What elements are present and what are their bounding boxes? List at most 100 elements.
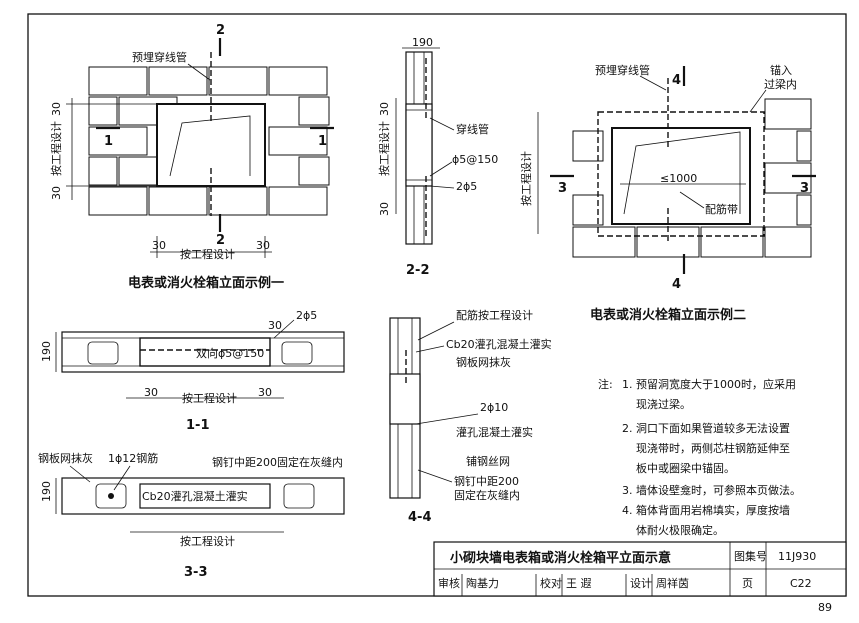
note-2b: 现浇带时，两侧芯柱钢筋延伸至 <box>636 441 790 455</box>
elevation-example-1: 2 2 1 1 预埋穿线管 30 按工程设计 30 30 按工程设计 30 电表… <box>49 23 334 291</box>
sec44-nail-1: 钢钉中距200 <box>454 475 519 488</box>
title-block-design-label: 设计 <box>630 577 652 590</box>
title-block: 小砌块墙电表箱或消火栓箱平立面示意 图集号 11J930 页 C22 审核 陶基… <box>433 541 847 597</box>
masonry-block <box>268 126 328 156</box>
sec33-dim-190: 190 <box>40 481 53 502</box>
section-1-1: 190 30 2ϕ5 双向ϕ5@150 30 按工程设计 30 1-1 <box>40 309 345 433</box>
elevation2-rebar-band <box>597 111 765 237</box>
sec11-caption: 1-1 <box>186 418 210 433</box>
sec33-mesh-leader <box>69 465 91 483</box>
sec33-nail-label: 钢钉中距200固定在灰缝内 <box>212 455 343 469</box>
cut-1-right-label: 1 <box>318 134 327 149</box>
sec33-rebar-dot <box>108 493 114 499</box>
elevation1-hdim-30-left: 30 <box>152 239 166 252</box>
title-block-review-name: 陶基力 <box>466 576 499 590</box>
masonry-block <box>88 66 148 96</box>
sec44-nail-2: 固定在灰缝内 <box>454 488 520 502</box>
sec44-mesh-label: 钢板网抹灰 <box>456 355 511 369</box>
title-block-review-label: 审核 <box>438 576 460 590</box>
sec11-block-core-1 <box>87 341 119 365</box>
masonry-block <box>88 126 148 156</box>
sec11-dim-190: 190 <box>40 341 53 362</box>
sec22-dim-30-top: 30 <box>378 102 391 116</box>
elevation-example-2: ≤1000 预埋穿线管 锚入 过梁内 配筋带 4 4 3 3 按工程设计 电表或… <box>519 63 816 323</box>
masonry-block <box>88 156 118 186</box>
sec11-rebar-top: 2ϕ5 <box>296 309 317 322</box>
sec44-rebar-2phi10: 2ϕ10 <box>480 401 508 414</box>
masonry-block <box>88 186 148 216</box>
sec44-grout-fill: 灌孔混凝土灌实 <box>456 425 533 439</box>
notes-block: 注: 1. 预留洞宽度大于1000时，应采用 现浇过梁。 2. 洞口下面如果管道… <box>598 377 801 537</box>
elevation2-anchor-2: 过梁内 <box>764 77 797 91</box>
sec44-grout-label: Cb20灌孔混凝土灌实 <box>446 337 552 351</box>
elevation2-caption: 电表或消火栓箱立面示例二 <box>590 307 746 323</box>
sec22-rebar-2: 2ϕ5 <box>456 180 477 193</box>
sec33-opening <box>139 483 271 509</box>
elevation2-pipe-label: 预埋穿线管 <box>595 63 650 77</box>
sec44-rebar-design: 配筋按工程设计 <box>456 308 533 322</box>
sec44-leader-4 <box>417 469 453 483</box>
sec33-wall <box>61 477 345 515</box>
elevation2-rebar-label: 配筋带 <box>705 202 738 216</box>
masonry-block <box>572 226 636 258</box>
elevation2-anchor-leader <box>749 89 767 113</box>
sec11-block-core-2 <box>281 341 313 365</box>
note-2a: 2. 洞口下面如果管道较多无法设置 <box>622 421 790 435</box>
elevation1-hdim-30-right: 30 <box>256 239 270 252</box>
masonry-block <box>208 186 268 216</box>
masonry-block <box>298 156 330 186</box>
masonry-block <box>764 98 812 130</box>
title-block-atlas-label: 图集号 <box>734 549 767 563</box>
sec44-caption: 4-4 <box>408 510 432 525</box>
masonry-block <box>148 186 208 216</box>
masonry-block <box>796 194 812 226</box>
sec11-dim-30-top: 30 <box>268 319 282 332</box>
sec33-block-core-1 <box>95 483 127 509</box>
cut-2-bottom-label: 2 <box>216 233 225 248</box>
note-4b: 体耐火极限确定。 <box>636 523 724 537</box>
sec11-rebar-two: 双向ϕ5@150 <box>196 346 264 360</box>
sec33-caption: 3-3 <box>184 565 208 580</box>
elevation2-anchor-1: 锚入 <box>770 63 792 77</box>
title-block-atlas-no: 11J930 <box>778 550 816 563</box>
sec11-dim-30-right: 30 <box>258 386 272 399</box>
elevation2-box-door <box>623 131 741 215</box>
sec22-pipe-leader <box>429 117 455 131</box>
cut-4-top-label: 4 <box>672 73 681 88</box>
elevation1-caption: 电表或消火栓箱立面示例一 <box>128 275 284 291</box>
sec44-opening <box>389 373 421 425</box>
section-3-3: 190 钢板网抹灰 1ϕ12钢筋 钢钉中距200固定在灰缝内 Cb20灌孔混凝土… <box>38 451 345 580</box>
sec33-dim-design: 按工程设计 <box>180 534 235 548</box>
cut-3-right-label: 3 <box>800 181 809 196</box>
sec22-dim-30-bottom: 30 <box>378 202 391 216</box>
sec44-leader-2 <box>415 345 445 353</box>
masonry-block <box>764 162 812 194</box>
elevation1-hdim-design: 按工程设计 <box>180 247 235 261</box>
sec22-rebar-1: ϕ5@150 <box>452 153 498 166</box>
sec22-rebar-leader-2 <box>429 185 455 189</box>
sec33-rebar-leader <box>113 465 131 491</box>
cut-1-left-label: 1 <box>104 134 113 149</box>
section-4-4: 配筋按工程设计 Cb20灌孔混凝土灌实 钢板网抹灰 2ϕ10 灌孔混凝土灌实 铺… <box>389 308 552 525</box>
masonry-block <box>88 96 118 126</box>
sec22-pipe-label: 穿线管 <box>456 122 489 136</box>
sec22-caption: 2-2 <box>406 263 430 278</box>
cut-3-left-label: 3 <box>558 181 567 196</box>
title-block-page-no: C22 <box>790 577 812 590</box>
sec11-rebar-leader <box>273 319 295 339</box>
title-block-design-name: 周祥茵 <box>656 576 689 590</box>
sec44-wire-mesh: 铺钢丝网 <box>466 455 510 468</box>
title-block-page-label: 页 <box>742 577 753 590</box>
sec11-dim-design: 按工程设计 <box>182 391 237 405</box>
sec22-rebar-leader-1 <box>429 161 453 177</box>
masonry-block <box>208 66 268 96</box>
sec11-opening <box>139 337 271 367</box>
sec33-mesh-label: 钢板网抹灰 <box>38 451 93 465</box>
elevation2-vdim-design: 按工程设计 <box>519 151 533 206</box>
masonry-block <box>636 226 700 258</box>
elevation2-pipe-leader <box>639 75 667 91</box>
note-3: 3. 墙体设壁龛时，可参照本页做法。 <box>622 483 801 497</box>
cut-4-bottom-label: 4 <box>672 277 681 292</box>
